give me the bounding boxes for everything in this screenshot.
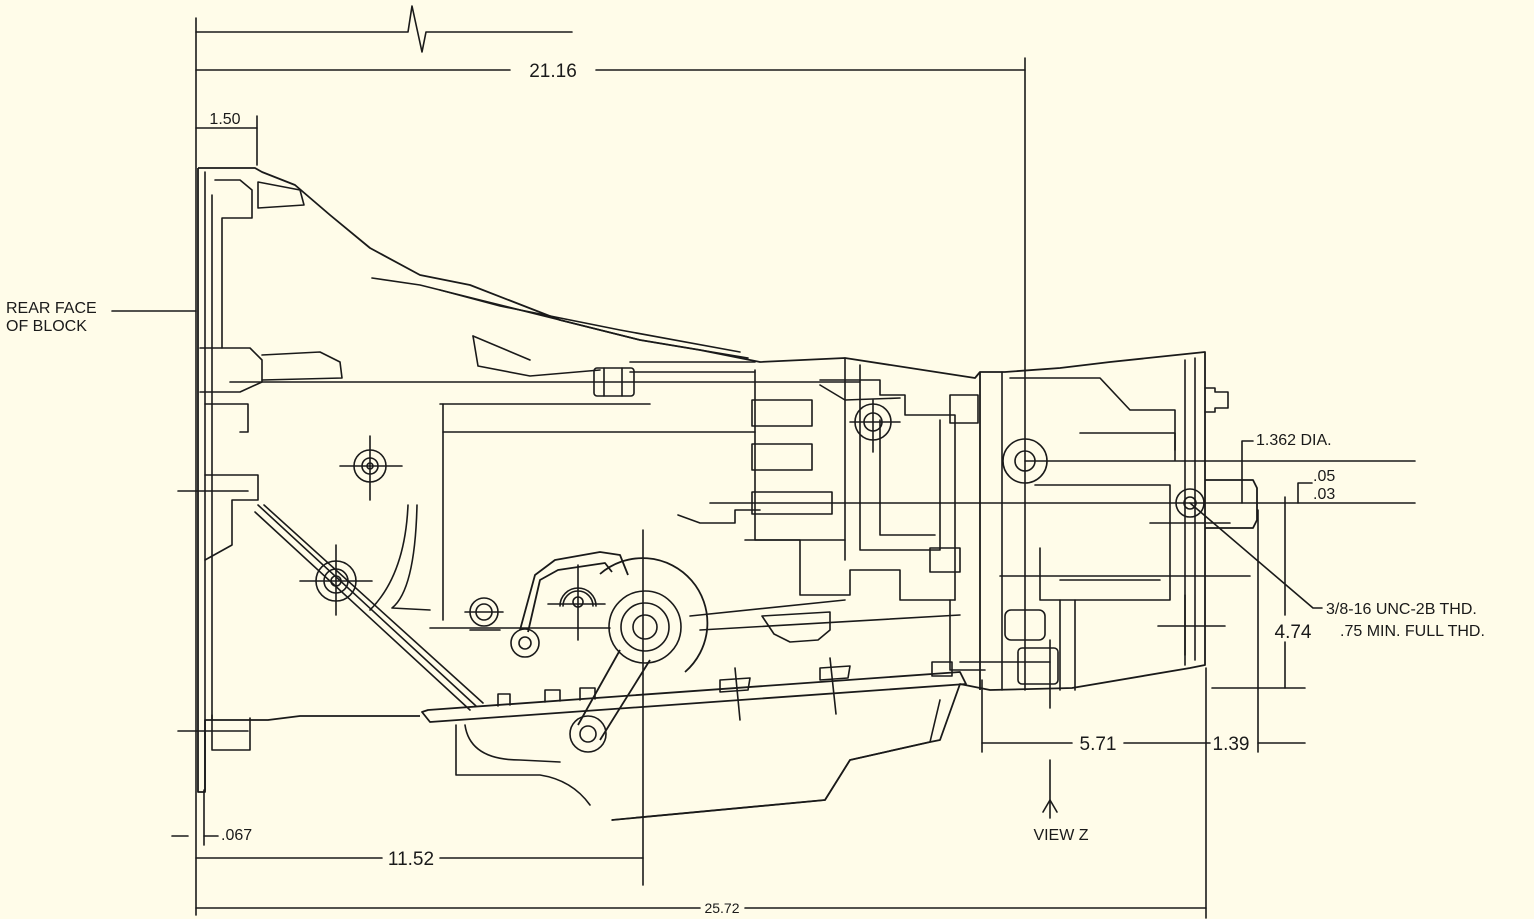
rear-face-line1: REAR FACE	[6, 300, 97, 317]
dim-11-52: 11.52	[388, 849, 434, 870]
dim-03: .03	[1313, 486, 1335, 503]
transmission-body	[177, 167, 1258, 821]
shaft-dia-label: 1.362 DIA.	[1256, 432, 1332, 449]
dim-5-71: 5.71	[1080, 734, 1117, 755]
dim-067: .067	[221, 827, 252, 844]
thread-line1: 3/8-16 UNC-2B THD.	[1326, 601, 1477, 618]
rear-face-line2: OF BLOCK	[6, 318, 87, 335]
view-z-label: VIEW Z	[1033, 827, 1088, 844]
dimension-lines	[111, 5, 1416, 919]
dim-1-39: 1.39	[1213, 734, 1250, 755]
dim-4-74: 4.74	[1275, 622, 1312, 643]
dim-25-72: 25.72	[704, 900, 739, 916]
labels: 21.16 1.50 REAR FACE OF BLOCK .067 11.52…	[6, 61, 1485, 916]
dim-21-16: 21.16	[529, 61, 577, 82]
dim-05: .05	[1313, 468, 1335, 485]
thread-line2: .75 MIN. FULL THD.	[1340, 623, 1485, 640]
dim-1-50: 1.50	[209, 111, 240, 128]
